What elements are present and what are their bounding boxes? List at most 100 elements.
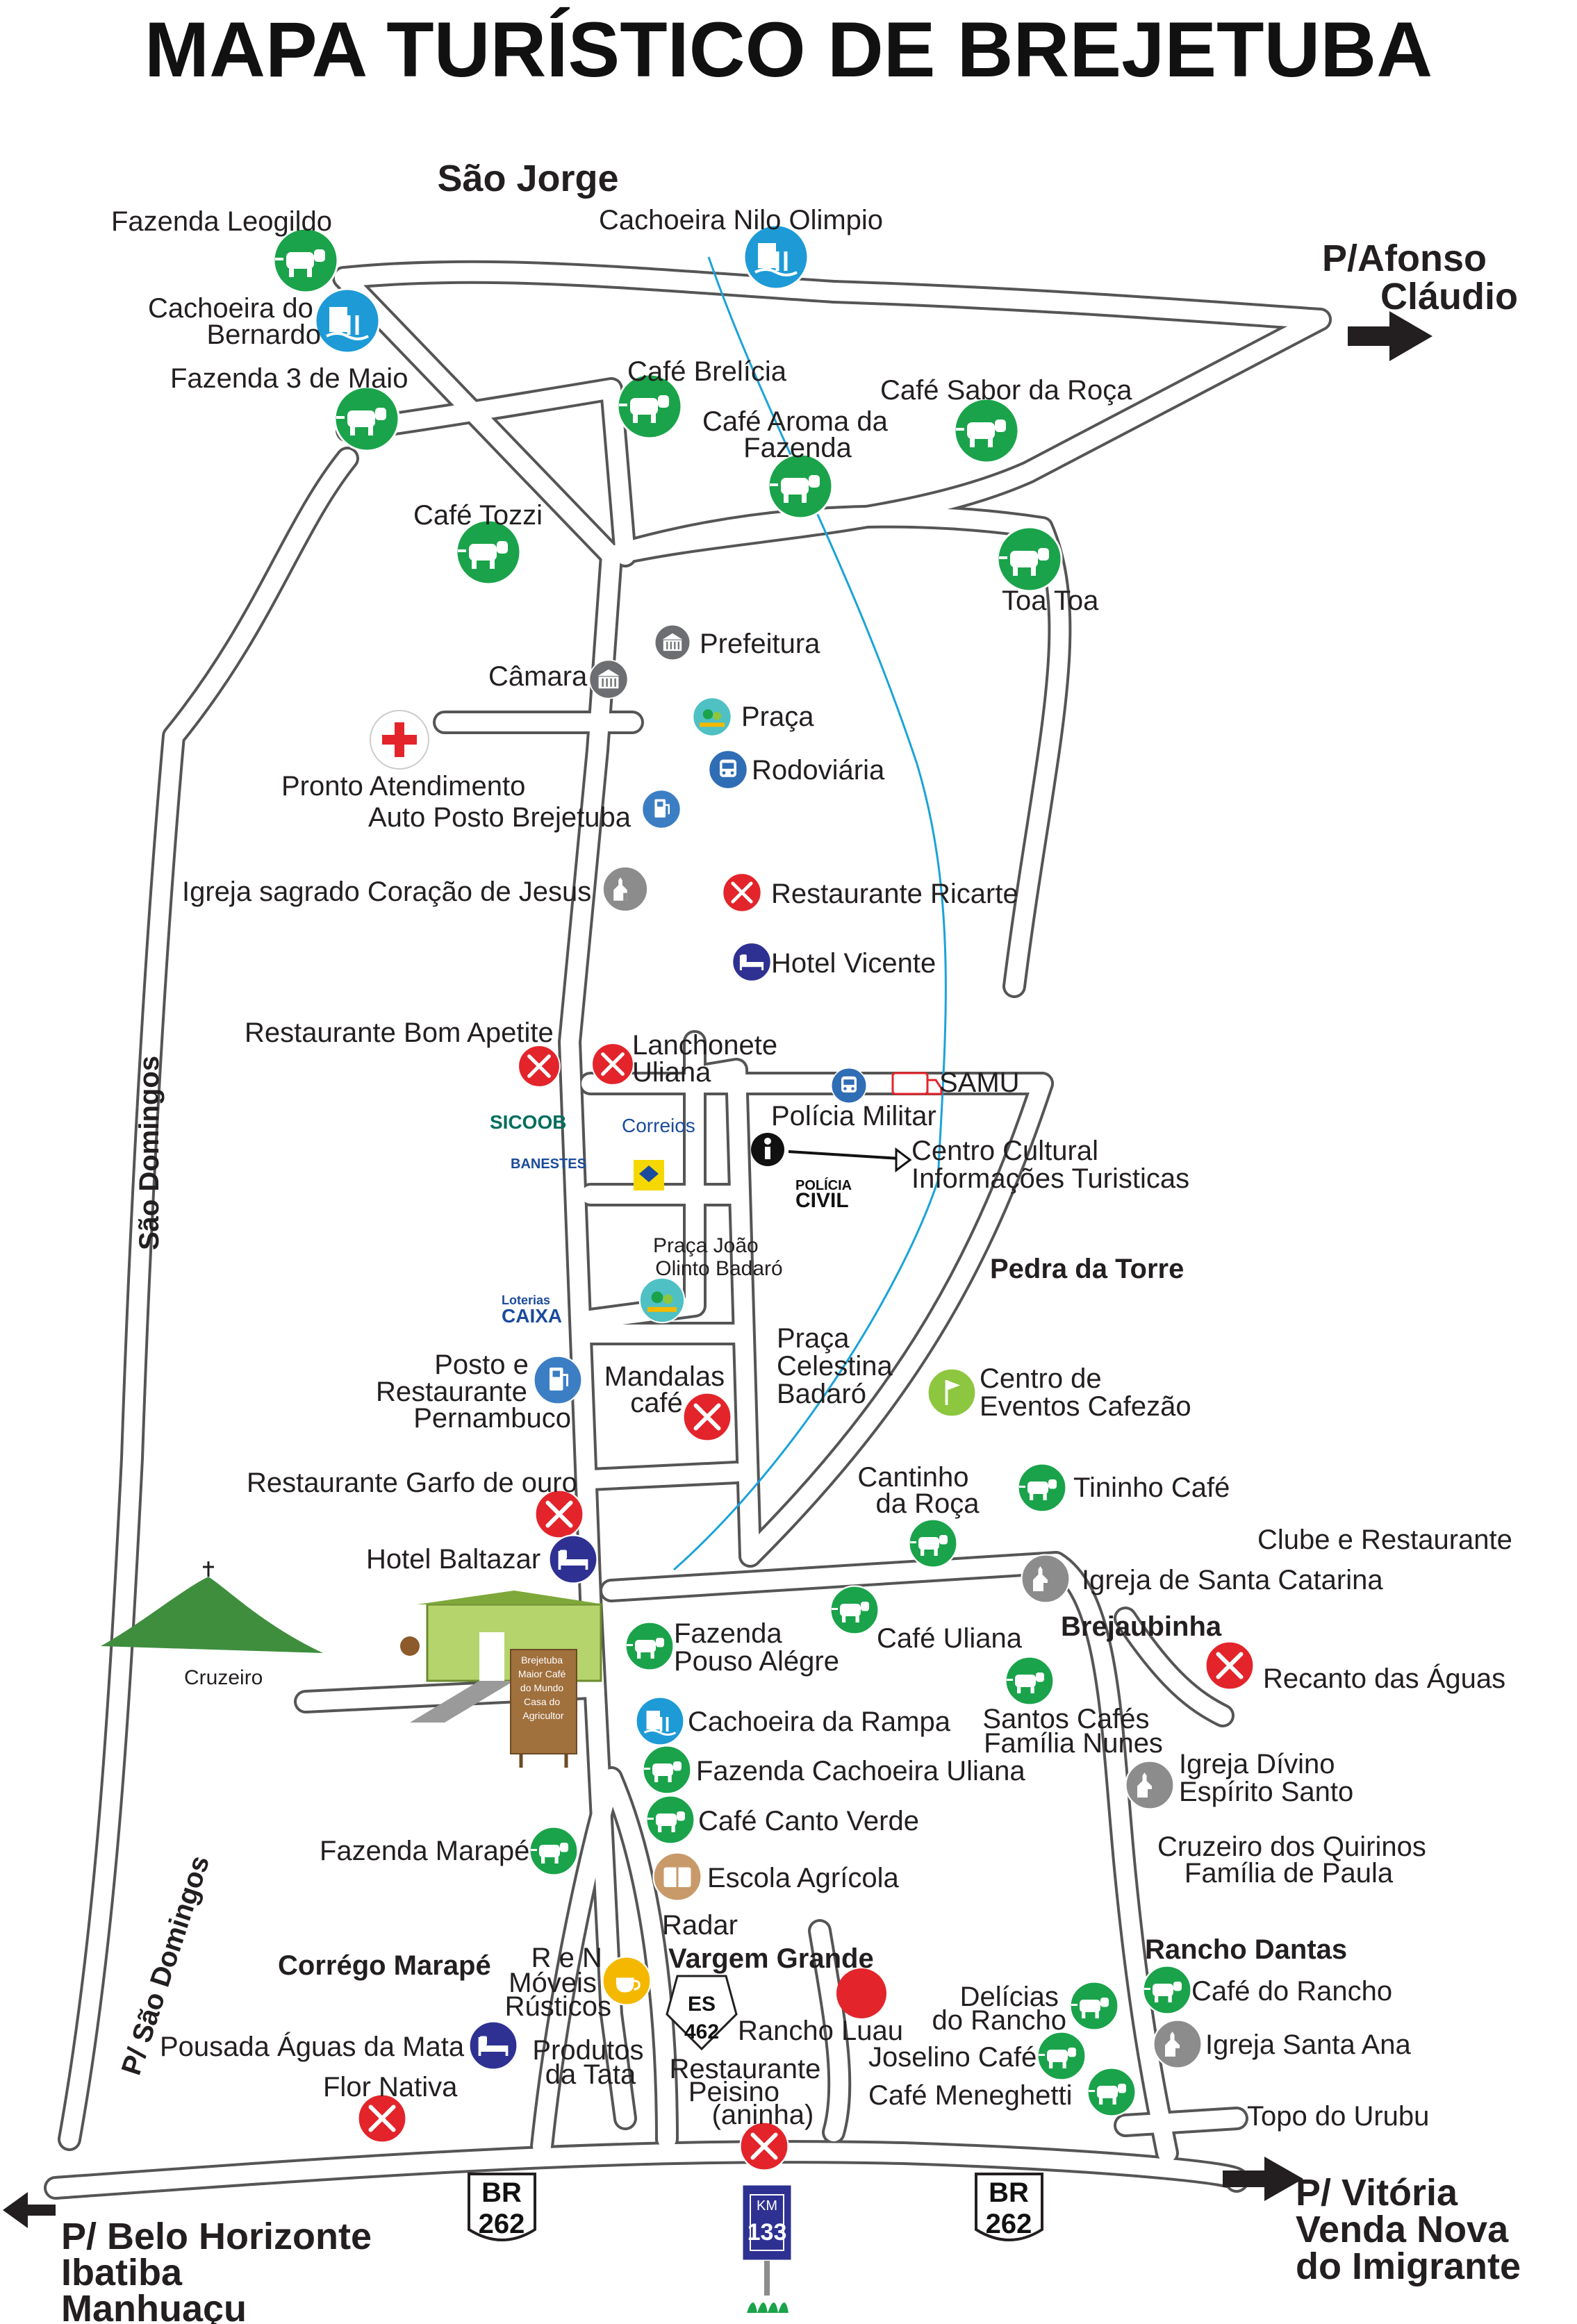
label-restaurante-garfo: Restaurante Garfo de ouro [247,1468,577,1498]
label-fazenda-3-maio: Fazenda 3 de Maio [170,363,408,394]
label-posto-pernambuco: Posto e Restaurante Pernambuco [376,1350,571,1434]
delicias-rancho-cow-icon [1069,1981,1119,2031]
hotel-vicente-bed-icon [731,941,773,983]
cruzeiro-hill-icon [101,1561,323,1653]
label-rodoviaria: Rodoviária [752,755,885,786]
label-praca-celestina: Praça Celestina Badaró [777,1323,900,1409]
label-rancho-luau: Rancho Luau [738,2016,903,2046]
centro-cultural-info-icon [751,1133,784,1166]
info-arrowhead-icon [895,1147,912,1172]
label-clube: Clube e Restaurante [1257,1525,1512,1555]
label-lanchonete-uliana: Lanchonete Uliana [632,1030,785,1088]
label-restaurante-ricarte: Restaurante Ricarte [771,879,1018,909]
region-cruzeiro: Cruzeiro [184,1666,263,1689]
fazenda-marape-cow-icon [529,1826,579,1876]
cachoeira-rampa-waterfall-icon [634,1695,686,1747]
svg-text:133: 133 [748,2219,787,2246]
cantinho-roca-cow-icon [908,1518,958,1568]
label-cafe-tozzi: Café Tozzi [413,500,543,531]
label-escola-agricola: Escola Agrícola [707,1863,899,1893]
dest-belo-horizonte: P/ Belo Horizonte Ibatiba Manhuaçu [61,2216,382,2324]
region-sao-domingos: São Domingos [134,1056,165,1250]
label-cachoeira-rampa: Cachoeira da Rampa [688,1707,951,1737]
label-cafe-sabor: Café Sabor da Roça [880,375,1132,406]
svg-text:KM: KM [757,2198,777,2214]
dest-afonso-claudio: P/Afonso Cláudio [1322,238,1518,317]
label-topo-urubu: Topo do Urubu [1247,2101,1429,2132]
label-camara: Câmara [488,661,588,692]
label-praca-joao: Praça João Olinto Badaró [653,1234,783,1280]
cafe-uliana-cow-icon [829,1585,880,1635]
arrow-afonso-claudio-icon [1348,311,1432,361]
region-pedra-da-torre: Pedra da Torre [990,1254,1184,1284]
cafe-rancho-cow-icon [1142,1965,1192,2015]
label-fazenda-pouso: Fazenda Pouso Alégre [674,1618,839,1677]
posto-pernambuco-fuel-icon [533,1355,583,1405]
fazenda-3-maio-cow-icon [333,385,400,452]
label-delicias-rancho: Delícias do Rancho [932,1982,1066,2036]
logo-banestes: BANESTES [511,1156,586,1172]
region-brejaubinha: Brejaubinha [1061,1611,1222,1642]
label-hotel-baltazar: Hotel Baltazar [366,1544,540,1575]
label-cachoeira-nilo: Cachoeira Nilo Olimpio [599,205,883,235]
logo-correios: Correios [622,1115,695,1136]
igreja-divino-church-icon [1125,1760,1175,1810]
label-tininho-cafe: Tininho Café [1073,1472,1230,1503]
logo-policia-civil: POLÍCIA CIVIL [795,1177,855,1212]
tininho-cafe-cow-icon [1017,1463,1067,1513]
region-radar: Radar [662,1910,738,1941]
label-hotel-vicente: Hotel Vicente [771,948,936,979]
camara-building-icon [588,659,629,699]
centro-eventos-flag-icon [926,1367,977,1418]
auto-posto-fuel-icon [641,789,682,829]
label-policia-militar: Polícia Militar [771,1101,936,1131]
arrow-vitoria-icon [1223,2157,1303,2201]
label-fazenda-cachoeira-uliana: Fazenda Cachoeira Uliana [696,1756,1025,1786]
policia-militar-icon [830,1067,868,1104]
recanto-aguas-food-icon [1206,1642,1254,1690]
logo-sicoob: SICOOB [490,1111,566,1133]
praca-park-icon [692,697,732,737]
label-auto-posto: Auto Posto Brejetuba [368,802,631,833]
region-vargem-grande: Vargem Grande [668,1943,874,1974]
sign-board: Brejetuba Maior Café do Mundo Casa do Ag… [510,1649,577,1768]
toa-toa-cow-icon [996,526,1063,592]
region-rancho-dantas: Rancho Dantas [1145,1934,1347,1965]
praca-joao-park-icon [638,1277,686,1324]
label-cruzeiro-quirinos: Cruzeiro dos Quirinos Família de Paula [1157,1832,1434,1889]
label-centro-eventos: Centro de Eventos Cafezão [980,1363,1191,1422]
label-igreja-santa-catarina: Igreja de Santa Catarina [1082,1565,1383,1595]
label-restaurante-bom-apetite: Restaurante Bom Apetite [245,1018,554,1048]
region-sao-jorge: São Jorge [437,158,618,199]
cachoeira-bernardo-waterfall-icon [315,289,379,353]
label-pronto-atendimento: Pronto Atendimento [281,771,525,802]
label-cachoeira-bernardo: Cachoeira do Bernardo [148,293,321,350]
mandalas-cafe-food-icon [684,1393,732,1441]
banco-do-brasil-icon [634,1160,664,1190]
restaurante-ricarte-food-icon [723,873,761,911]
cafe-aroma-cow-icon [767,453,834,520]
cafe-canto-verde-cow-icon [645,1795,695,1845]
label-cafe-brelicia: Café Brelícia [627,356,787,387]
label-fazenda-leogildo: Fazenda Leogildo [111,206,332,237]
cafe-sabor-cow-icon [953,397,1020,464]
label-cafe-canto-verde: Café Canto Verde [698,1806,919,1836]
escola-agricola-book-icon [652,1852,702,1902]
fazenda-cachoeira-uliana-cow-icon [642,1745,692,1795]
prefeitura-building-icon [654,624,691,661]
fazenda-leogildo-cow-icon [272,227,339,294]
km-133-marker: KM 133 [741,2183,793,2313]
cafe-meneghetti-cow-icon [1087,2067,1137,2117]
hospital-cross-icon [370,710,429,770]
santos-cafes-cow-icon [1005,1656,1055,1706]
label-igreja-santa-ana: Igreja Santa Ana [1205,2030,1412,2060]
label-igreja-sagrado: Igreja sagrado Coração de Jesus [182,877,591,907]
vargem-grande-marker-icon [836,1968,886,2018]
label-mandalas-cafe: Mandalas café [604,1361,733,1418]
info-arrow-icon [788,1150,900,1160]
